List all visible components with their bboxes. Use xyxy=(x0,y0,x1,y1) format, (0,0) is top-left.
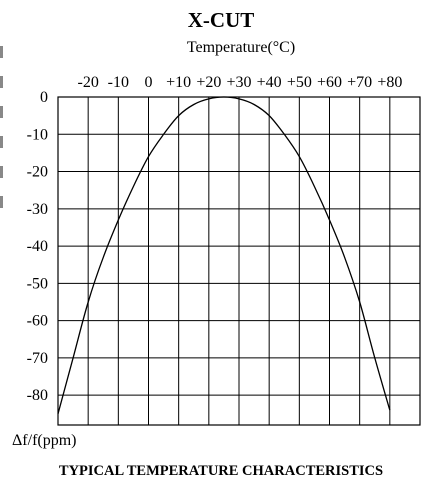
x-tick-label: +60 xyxy=(317,74,342,91)
y-tick-label: -20 xyxy=(27,164,48,181)
y-tick-label: -10 xyxy=(27,126,48,143)
y-tick-label: -80 xyxy=(27,387,48,404)
y-tick-label: 0 xyxy=(40,89,48,106)
x-tick-label: +50 xyxy=(287,74,312,91)
x-tick-label: -10 xyxy=(108,74,129,91)
x-tick-label: -20 xyxy=(78,74,99,91)
x-tick-label: +30 xyxy=(226,74,251,91)
y-axis-title: Δf/f(ppm) xyxy=(12,432,77,449)
x-tick-label: +40 xyxy=(257,74,282,91)
y-tick-label: -60 xyxy=(27,313,48,330)
x-tick-labels: -20 -10 0 +10 +20 +30 +40 +50 +60 +70 +80 xyxy=(78,74,403,91)
y-tick-label: -30 xyxy=(27,201,48,218)
plot-frame xyxy=(57,96,421,426)
y-tick-label: -40 xyxy=(27,238,48,255)
series-curve xyxy=(57,96,391,414)
grid xyxy=(58,97,420,425)
x-tick-label: +70 xyxy=(347,74,372,91)
y-tick-labels: 0 -10 -20 -30 -40 -50 -60 -70 -80 xyxy=(27,89,48,404)
x-tick-label: 0 xyxy=(145,74,153,91)
chart-footer-caption: TYPICAL TEMPERATURE CHARACTERISTICS xyxy=(59,463,383,479)
y-tick-label: -70 xyxy=(27,350,48,367)
x-tick-label: +80 xyxy=(377,74,402,91)
y-tick-label: -50 xyxy=(27,275,48,292)
x-axis-title: Temperature(°C) xyxy=(187,39,295,56)
left-edge-fragment xyxy=(0,36,8,216)
x-tick-label: +20 xyxy=(196,74,221,91)
chart-title: X-CUT xyxy=(188,8,255,32)
x-tick-label: +10 xyxy=(166,74,191,91)
